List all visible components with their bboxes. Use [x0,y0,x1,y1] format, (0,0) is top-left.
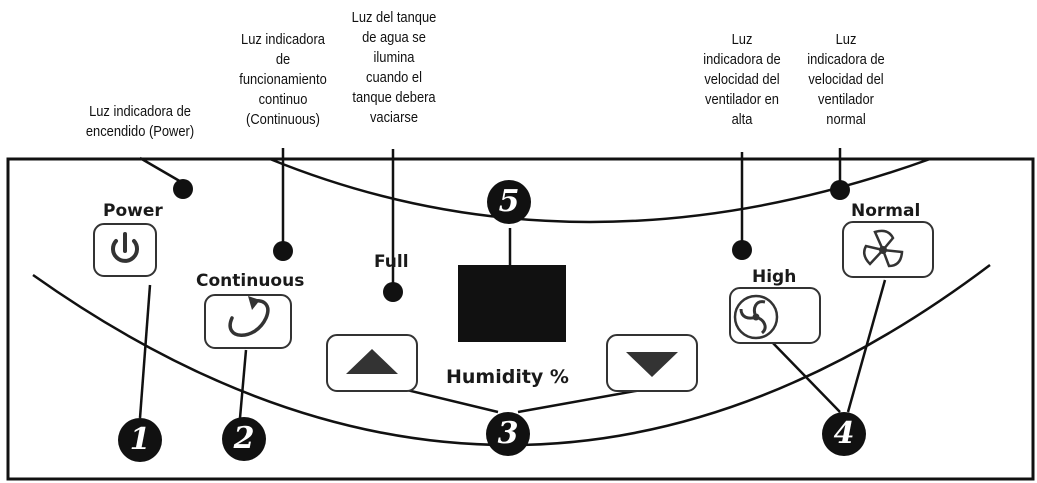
humidity-label: Humidity % [446,366,569,388]
fan-normal-button[interactable] [842,221,934,278]
leader-marker-4a [769,339,841,413]
fan-normal-icon [862,229,904,268]
humidity-up-button[interactable] [326,334,418,392]
continuous-label: Continuous [196,271,305,291]
marker-1: 1 [118,418,162,462]
marker-2: 2 [222,417,266,461]
normal-label: Normal [851,201,921,221]
marker-3: 3 [486,412,530,456]
panel-outline [6,157,1035,481]
power-button[interactable] [93,223,157,277]
marker-5: 5 [487,180,531,224]
leader-marker-2 [238,349,248,419]
leader-marker-4b [846,279,887,413]
callout-full-light: Luz del tanque de agua se ilumina cuando… [351,9,437,126]
power-icon [111,232,139,263]
leader-marker-1 [138,284,152,419]
full-indicator-light [383,282,403,302]
callout-normal-light: Luz indicadora de velocidad del ventilad… [807,31,885,128]
continuous-indicator-light [273,241,293,261]
triangle-up-icon [346,349,398,374]
callout-high-light: Luz indicadora de velocidad del ventilad… [703,31,781,128]
normal-indicator-light [830,180,850,200]
high-label: High [752,267,797,287]
power-label: Power [103,201,163,221]
full-label: Full [374,252,409,272]
continuous-button[interactable] [204,294,292,349]
triangle-down-icon [626,352,678,377]
power-indicator-light [173,179,193,199]
continuous-cycle-icon [228,296,270,337]
high-indicator-light [732,240,752,260]
fan-high-icon [733,294,779,340]
humidity-display [458,265,566,342]
humidity-down-button[interactable] [606,334,698,392]
leader-power [139,156,184,185]
callout-continuous-light: Luz indicadora de funcionamiento continu… [239,31,327,128]
callout-power-light: Luz indicadora de encendido (Power) [85,103,195,140]
marker-4: 4 [822,412,866,456]
fan-high-button[interactable] [729,287,821,344]
